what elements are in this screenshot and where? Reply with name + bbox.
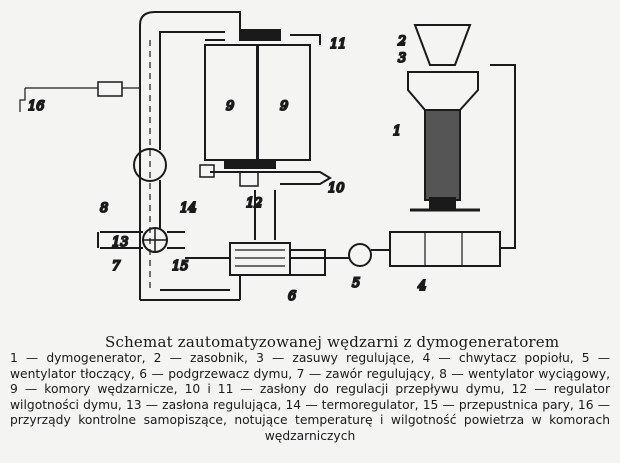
- caption-title: Schemat zautomatyzowanej wędzarni z dymo…: [105, 333, 560, 351]
- label-5: 5: [352, 276, 360, 291]
- label-12: 12: [246, 196, 263, 211]
- humidity-regulator-12: [239, 171, 259, 187]
- smoke-generator-1: [407, 24, 480, 212]
- label-8: 8: [100, 201, 108, 216]
- label-1: 1: [393, 124, 401, 139]
- label-10: 10: [328, 181, 345, 196]
- caption-legend: 1 — dymogenerator, 2 — zasobnik, 3 — zas…: [10, 351, 610, 443]
- exhaust-fan-8: [133, 148, 167, 182]
- smoke-heater-6: [185, 242, 326, 300]
- recording-instruments-16: [19, 81, 140, 112]
- label-9a: 9: [226, 99, 234, 114]
- label-2: 2: [397, 34, 406, 49]
- label-6: 6: [288, 289, 296, 304]
- smoking-chambers-9: [204, 29, 332, 185]
- thermoregulator-14: [199, 164, 215, 178]
- ash-catcher-4: [389, 64, 516, 267]
- label-11: 11: [330, 37, 347, 52]
- label-15: 15: [172, 259, 189, 274]
- figure-caption: Schemat zautomatyzowanej wędzarni z dymo…: [10, 333, 610, 444]
- label-4: 4: [417, 279, 426, 294]
- label-9b: 9: [280, 99, 288, 114]
- label-7: 7: [112, 259, 121, 274]
- supply-fan-5: [348, 243, 372, 267]
- smokehouse-schematic: 1 2 3 4 5 6 7 8 9 9 10 11 12 13 14 15 16: [19, 11, 516, 305]
- label-3: 3: [398, 51, 406, 66]
- exhaust-duct: [139, 11, 241, 301]
- control-valve-7: [97, 227, 185, 253]
- label-13: 13: [112, 235, 129, 250]
- label-14: 14: [180, 201, 197, 216]
- label-16: 16: [28, 99, 45, 114]
